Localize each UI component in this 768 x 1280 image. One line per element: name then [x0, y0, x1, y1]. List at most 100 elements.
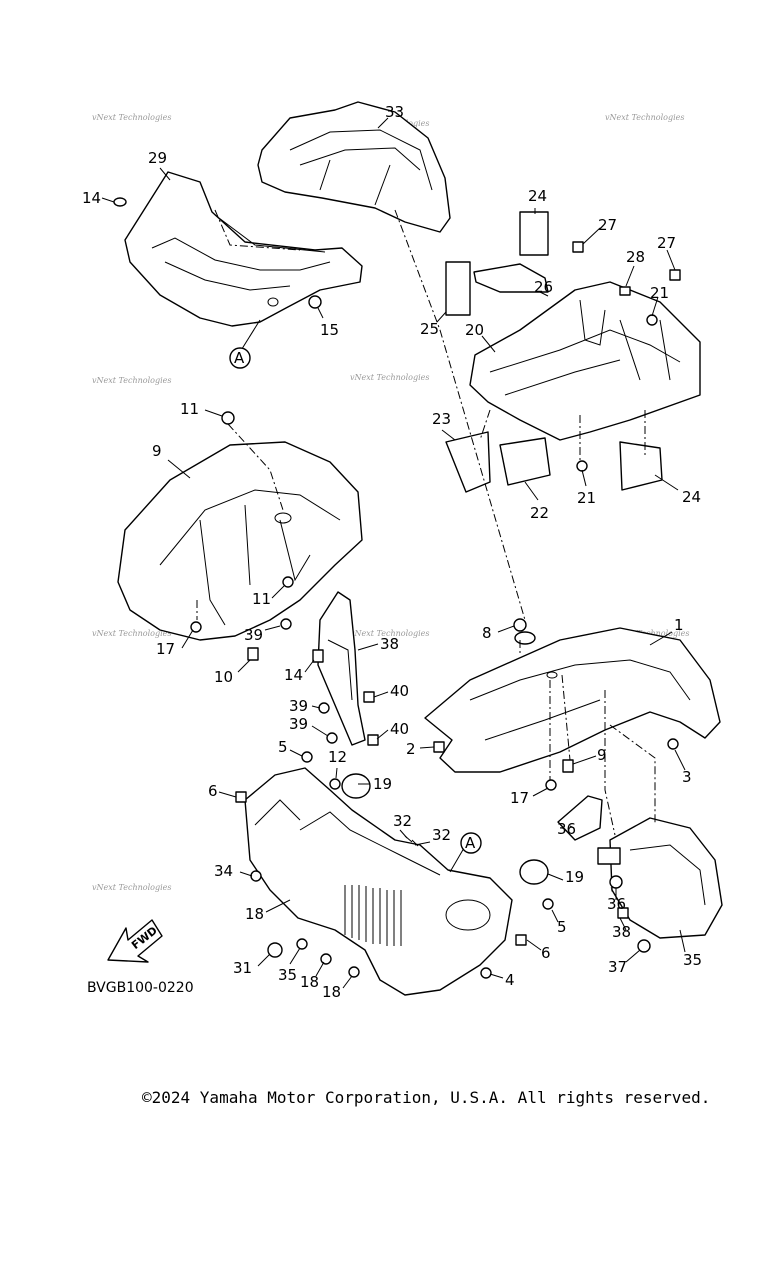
part-number: 18 — [245, 905, 264, 923]
bolts-5-6 — [235, 751, 554, 946]
part-number: 36 — [557, 820, 576, 838]
part-number: 12 — [328, 748, 347, 766]
part-number: 40 — [390, 720, 409, 738]
part-number: 18 — [300, 973, 319, 991]
leader-lines — [101, 117, 686, 989]
part-number: 9 — [152, 442, 162, 460]
part-number: 38 — [380, 635, 399, 653]
watermark: vNext Technologies — [92, 113, 171, 122]
part-number: 9 — [597, 746, 607, 764]
part-number: 8 — [482, 624, 492, 642]
part-number: 27 — [657, 234, 676, 252]
part-number: 18 — [322, 983, 341, 1001]
clip-8 — [562, 759, 574, 773]
part-20-storage-box — [469, 281, 701, 441]
part-35-cover — [557, 795, 603, 841]
fastener-17a — [190, 621, 202, 633]
part-38-side-guard — [317, 591, 366, 746]
part-number: 25 — [420, 320, 439, 338]
part-number: 5 — [557, 918, 567, 936]
fasteners-39-40 — [280, 618, 379, 746]
part-number: 6 — [208, 782, 218, 800]
part-25-pads — [445, 211, 549, 316]
clip-14 — [312, 649, 324, 663]
watermark: vNext Technologies — [92, 376, 171, 385]
grommets-19 — [341, 773, 549, 885]
parts-22-23-24 — [445, 431, 663, 493]
part-number: 32 — [432, 826, 451, 844]
fastener-16 — [113, 197, 322, 309]
callout-a-bottom: A — [460, 832, 482, 854]
fasteners-30-32-18-4 — [250, 870, 492, 979]
part-number: 17 — [156, 640, 175, 658]
fastener-12 — [329, 778, 341, 790]
watermark: vNext Technologies — [605, 113, 684, 122]
part-number: 11 — [180, 400, 199, 418]
part-number: 33 — [385, 103, 404, 121]
fastener-11 — [282, 576, 294, 588]
diagram-code: BVGB100-0220 — [87, 980, 194, 996]
part-number: 22 — [530, 504, 549, 522]
part-number: 31 — [233, 959, 252, 977]
part-number: 11 — [252, 590, 271, 608]
part-number: 4 — [505, 971, 515, 989]
part-number: 17 — [510, 789, 529, 807]
fastener-7 — [513, 618, 527, 632]
part-number: 39 — [244, 626, 263, 644]
part-number: 14 — [284, 666, 303, 684]
part-number: 23 — [432, 410, 451, 428]
part-number: 5 — [278, 738, 288, 756]
part-number: 29 — [148, 149, 167, 167]
part-15-front-bumper — [244, 767, 513, 996]
part-number: 6 — [541, 944, 551, 962]
part-number: 27 — [598, 216, 617, 234]
part-number: 19 — [373, 775, 392, 793]
part-number: 21 — [577, 489, 596, 507]
copyright-notice: ©2024 Yamaha Motor Corporation, U.S.A. A… — [142, 1088, 711, 1107]
label-dashed-box — [597, 847, 621, 865]
callout-a-top: A — [229, 347, 251, 369]
part-number: 15 — [320, 321, 339, 339]
part-number: 34 — [214, 862, 233, 880]
fasteners-36-37 — [609, 875, 651, 953]
part-number: 28 — [626, 248, 645, 266]
part-number: 32 — [393, 812, 412, 830]
watermark: vNext Technologies — [92, 883, 171, 892]
part-number: 2 — [406, 740, 416, 758]
part-1-front-fender — [424, 627, 721, 773]
bolts-21 — [576, 314, 658, 472]
part-number: 39 — [289, 697, 308, 715]
part-number: 1 — [674, 616, 684, 634]
part-number: 14 — [82, 189, 101, 207]
part-number: 38 — [612, 923, 631, 941]
part-number: 36 — [607, 895, 626, 913]
svg-text:A: A — [465, 834, 476, 852]
part-number: 24 — [682, 488, 701, 506]
fastener-13 — [221, 411, 235, 425]
label-2 — [433, 741, 445, 753]
fastener-17b — [545, 779, 557, 791]
fastener-3 — [667, 738, 679, 750]
part-29-front-cover — [124, 171, 363, 327]
part-number: 10 — [214, 668, 233, 686]
part-number: 20 — [465, 321, 484, 339]
fwd-arrow-icon: FWD — [107, 919, 163, 963]
part-number: 35 — [278, 966, 297, 984]
watermark: vNext Technologies — [92, 629, 171, 638]
part-number: 35 — [683, 951, 702, 969]
watermark: vNext Technologies — [350, 629, 429, 638]
part-number: 19 — [565, 868, 584, 886]
part-26-strap — [473, 263, 549, 293]
part-number: 24 — [528, 187, 547, 205]
part-9-front-fender — [117, 441, 363, 641]
part-34-inner-guard — [609, 817, 723, 939]
assembly-lines — [196, 209, 656, 836]
part-number-labels: 14 29 33 15 24 25 27 27 28 21 26 20 23 2… — [82, 103, 702, 1001]
part-number: 21 — [650, 284, 669, 302]
part-number: 40 — [390, 682, 409, 700]
label-10 — [247, 647, 259, 661]
part-33-top-cover — [257, 101, 451, 233]
grille — [344, 885, 402, 946]
svg-text:A: A — [234, 349, 245, 367]
